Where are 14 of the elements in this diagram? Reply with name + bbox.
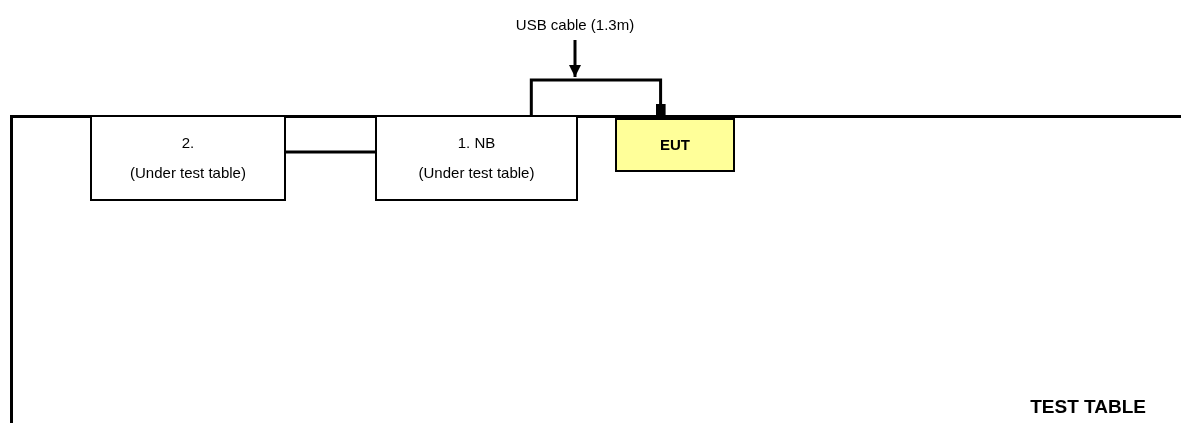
box-text: 1. NB (457, 132, 496, 153)
test-table (10, 115, 1181, 423)
eut-box (615, 118, 735, 172)
device-box (90, 115, 286, 201)
usb-cable (529, 78, 666, 118)
cable-label: USB cable (1.3m) (495, 12, 655, 38)
cable-line (286, 150, 375, 154)
box-text: EUT (660, 134, 690, 155)
box-text: 2. (181, 132, 195, 153)
leader-arrow (569, 40, 581, 77)
table-label: TEST TABLE (1030, 394, 1146, 419)
box-text: (Under test table) (130, 163, 246, 183)
box-text: (Under test table) (418, 163, 535, 183)
device-box (375, 115, 578, 201)
